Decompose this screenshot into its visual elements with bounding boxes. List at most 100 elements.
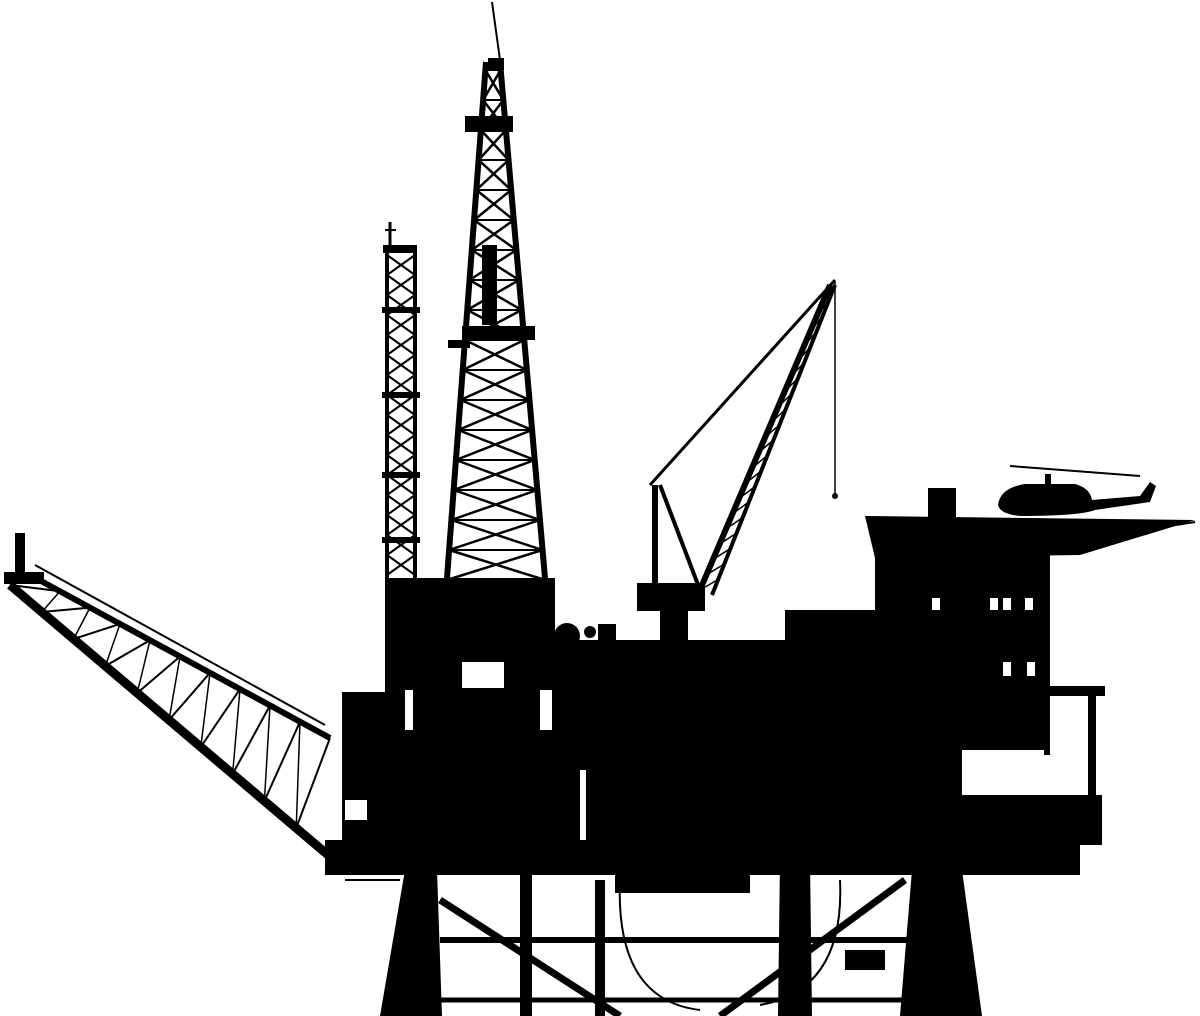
helicopter-icon: [998, 465, 1156, 521]
lattice-member: [479, 99, 505, 131]
lattice-member: [104, 639, 151, 667]
lattice-member: [719, 532, 738, 545]
pipe: [618, 879, 701, 1011]
lattice-member: [473, 189, 512, 221]
crane-pedestal-column: [660, 610, 688, 650]
lattice-member: [479, 129, 510, 161]
under-deck-module: [845, 950, 885, 970]
lattice-member: [263, 721, 301, 802]
lattice-member: [822, 284, 836, 301]
crane-pendant: [648, 278, 837, 487]
lattice-member: [464, 308, 523, 342]
crane-pedestal: [637, 583, 705, 611]
lattice-member: [386, 334, 416, 356]
lattice-member: [770, 408, 787, 423]
equipment: [598, 624, 616, 644]
lattice-member: [41, 590, 61, 613]
lattice-member: [482, 99, 507, 131]
lattice-member: [295, 721, 301, 829]
lattice-member: [457, 398, 530, 432]
lattice-member: [745, 470, 762, 484]
window-opening: [962, 750, 1044, 795]
drilling-derrick: [444, 1, 548, 582]
lattice-member: [453, 458, 536, 492]
lattice-member: [136, 640, 151, 694]
lattice-member: [386, 394, 416, 416]
derrick-lattice: [446, 69, 546, 582]
window-opening: [405, 690, 413, 730]
lattice-member: [386, 414, 416, 436]
lattice-member: [803, 331, 818, 347]
lattice-member: [295, 737, 331, 829]
lattice-member: [168, 656, 181, 721]
lattice-member: [699, 578, 719, 591]
lattice-member: [386, 434, 416, 456]
boom-tip-post: [15, 533, 25, 578]
flare-lattice: [382, 254, 420, 576]
lattice-member: [386, 254, 416, 276]
lattice-member: [386, 314, 416, 336]
lattice-member: [168, 672, 211, 721]
accommodation-windows: [932, 598, 1035, 676]
lattice-member: [477, 159, 513, 191]
boom-lattice: [9, 574, 331, 829]
lattice-member: [475, 189, 515, 221]
leg-column: [595, 880, 605, 1016]
lattice-member: [200, 672, 211, 748]
lattice-member: [386, 494, 416, 516]
lattice-member: [73, 622, 121, 640]
lattice-member: [777, 392, 793, 408]
crane: [637, 278, 838, 650]
accommodation-block: [875, 555, 1050, 755]
lattice-member: [764, 423, 781, 439]
lattice-member: [231, 689, 241, 775]
window-opening: [345, 800, 367, 820]
boom-railing: [34, 564, 326, 726]
right-walkway: [1045, 686, 1105, 696]
lattice-member: [9, 574, 31, 586]
lattice-member: [263, 705, 271, 802]
helideck: [865, 516, 1196, 558]
monkey-board: [465, 116, 513, 132]
tank: [584, 626, 596, 638]
lattice-member: [446, 548, 543, 582]
lattice-member: [450, 488, 538, 522]
lattice-member: [809, 315, 824, 332]
lattice-member: [386, 554, 416, 576]
leg-left: [380, 870, 442, 1016]
lattice-member: [136, 655, 181, 694]
tank: [554, 623, 580, 649]
window-opening: [540, 690, 552, 730]
crane-hook: [832, 493, 838, 499]
lattice-member: [462, 338, 525, 372]
derrick-antenna: [491, 1, 501, 61]
lattice-member: [706, 563, 725, 576]
process-module: [400, 660, 880, 845]
lattice-member: [477, 129, 507, 161]
platform-legs: [380, 860, 982, 1016]
crane-lattice: [699, 284, 836, 591]
lattice-member: [725, 516, 744, 530]
lattice-member: [732, 501, 750, 515]
leg-right: [900, 870, 982, 1016]
lattice-member: [473, 218, 518, 252]
lattice-member: [471, 248, 520, 282]
lattice-member: [751, 454, 768, 469]
lattice-member: [459, 368, 528, 402]
diagonal-brace: [717, 877, 908, 1016]
lattice-member: [484, 69, 505, 101]
lattice-member: [816, 300, 830, 316]
lattice-member: [41, 606, 91, 613]
lattice-member: [790, 361, 805, 378]
lattice-member: [471, 218, 515, 252]
lattice-member: [231, 704, 271, 775]
lattice-member: [466, 278, 520, 312]
lattice-member: [758, 439, 774, 454]
lattice-member: [386, 354, 416, 376]
accommodation-lower: [870, 750, 965, 845]
lattice-member: [386, 474, 416, 496]
lattice-member: [104, 623, 121, 667]
lattice-member: [9, 584, 61, 593]
right-module: [960, 795, 1102, 845]
